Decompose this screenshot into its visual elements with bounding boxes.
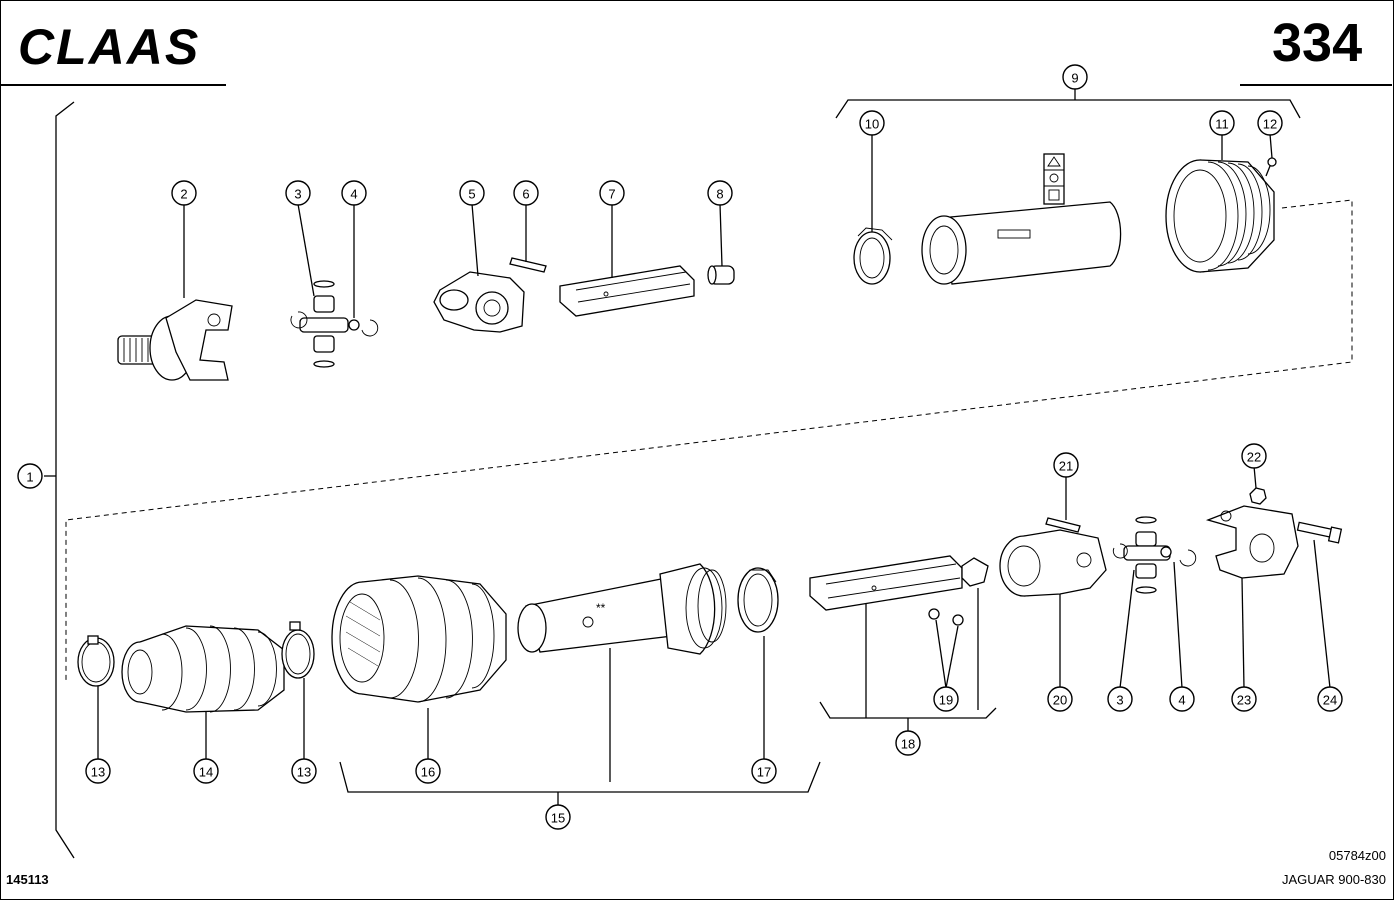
callout-8: 8 <box>707 180 733 206</box>
svg-text:16: 16 <box>421 765 435 780</box>
callout-6: 6 <box>513 180 539 206</box>
part-16-protection-cone <box>331 575 507 703</box>
svg-text:14: 14 <box>199 765 213 780</box>
callout-12: 12 <box>1257 110 1283 136</box>
svg-text:6: 6 <box>522 187 529 202</box>
svg-text:7: 7 <box>608 187 615 202</box>
svg-text:9: 9 <box>1071 71 1078 86</box>
part-17-bearing-ring <box>737 567 779 633</box>
guard-tube-lower: ** <box>517 563 727 655</box>
svg-text:8: 8 <box>716 187 723 202</box>
svg-text:4: 4 <box>1178 693 1185 708</box>
svg-text:3: 3 <box>294 187 301 202</box>
part-3-cross-upper <box>290 280 360 368</box>
svg-text:13: 13 <box>297 765 311 780</box>
svg-text:15: 15 <box>551 811 565 826</box>
svg-text:17: 17 <box>757 765 771 780</box>
callout-9: 9 <box>1062 64 1088 90</box>
part-24-clamp-bolt <box>1296 521 1343 544</box>
callout-14: 14 <box>193 758 219 784</box>
callout-13-right: 13 <box>291 758 317 784</box>
diagram-code: 05784z00 <box>1328 848 1386 863</box>
callout-5: 5 <box>459 180 485 206</box>
part-4-circlip-lower <box>1179 549 1197 567</box>
part-3-cross-lower <box>1112 516 1172 594</box>
part-12-screw <box>1265 157 1277 177</box>
part-18-inner-profile-tube <box>809 555 963 611</box>
svg-text:11: 11 <box>1215 117 1229 132</box>
callout-4: 4 <box>341 180 367 206</box>
svg-text:2: 2 <box>180 187 187 202</box>
guard-tube-upper <box>921 201 1122 285</box>
callout-16: 16 <box>415 758 441 784</box>
group-bracket-9 <box>835 99 1301 119</box>
svg-text:5: 5 <box>468 187 475 202</box>
assembly-dashed-outline <box>65 199 1353 682</box>
part-10-bearing-ring <box>853 227 893 285</box>
group-bracket-18 <box>819 701 997 719</box>
part-2-yoke-shaft <box>117 299 233 381</box>
callout-10: 10 <box>859 110 885 136</box>
part-21-pin <box>1045 517 1081 533</box>
callout-15: 15 <box>545 804 571 830</box>
callout-13-left: 13 <box>85 758 111 784</box>
part-7-profile-tube <box>559 265 695 317</box>
leader-lines <box>97 133 1331 782</box>
callout-19: 19 <box>933 686 959 712</box>
part-18-sliding-piece <box>961 557 989 587</box>
header-rule-left <box>0 84 226 86</box>
callout-24: 24 <box>1317 686 1343 712</box>
catalog-number: 145113 <box>6 872 49 887</box>
svg-text:12: 12 <box>1263 117 1277 132</box>
callout-23: 23 <box>1231 686 1257 712</box>
part-6-pin <box>509 257 547 273</box>
part-13-hose-clamp-right <box>281 621 315 679</box>
header-rule-right <box>1240 84 1392 86</box>
svg-text:19: 19 <box>939 693 953 708</box>
part-23-clamp-yoke <box>1205 505 1299 579</box>
page-number: 334 <box>1272 13 1363 73</box>
part-20-sliding-yoke <box>999 529 1107 597</box>
part-19-grease-nipples <box>928 608 964 626</box>
part-11-protection-cone <box>1165 159 1275 273</box>
part-8-plug <box>707 265 735 285</box>
part-4-circlip-upper <box>361 319 379 337</box>
warning-labels <box>1043 153 1065 205</box>
tube-marking: ** <box>596 601 606 615</box>
callout-17: 17 <box>751 758 777 784</box>
brand-wordmark: CLAAS <box>18 20 200 70</box>
part-14-bellows <box>121 625 285 713</box>
svg-text:20: 20 <box>1053 693 1067 708</box>
callout-3-lower: 3 <box>1107 686 1133 712</box>
callout-7: 7 <box>599 180 625 206</box>
group-bracket-15 <box>339 761 821 793</box>
part-13-hose-clamp-left <box>77 635 115 687</box>
svg-text:22: 22 <box>1247 450 1261 465</box>
svg-text:13: 13 <box>91 765 105 780</box>
part-22-nut <box>1249 487 1267 505</box>
svg-text:24: 24 <box>1323 693 1337 708</box>
callout-3: 3 <box>285 180 311 206</box>
callout-11: 11 <box>1209 110 1235 136</box>
callout-20: 20 <box>1047 686 1073 712</box>
callout-2: 2 <box>171 180 197 206</box>
assembly-bracket-1 <box>55 101 75 859</box>
machine-model: JAGUAR 900-830 <box>1281 872 1386 887</box>
svg-text:10: 10 <box>865 117 879 132</box>
callout-1: 1 <box>17 463 43 489</box>
callout-22: 22 <box>1241 443 1267 469</box>
part-5-sliding-yoke <box>433 271 525 333</box>
callout-18: 18 <box>895 730 921 756</box>
svg-text:1: 1 <box>26 470 33 485</box>
svg-text:18: 18 <box>901 737 915 752</box>
svg-text:4: 4 <box>350 187 357 202</box>
svg-text:21: 21 <box>1059 459 1073 474</box>
svg-text:23: 23 <box>1237 693 1251 708</box>
callout-4-lower: 4 <box>1169 686 1195 712</box>
callout-21: 21 <box>1053 452 1079 478</box>
claas-logo: CLAAS <box>18 20 200 70</box>
svg-text:3: 3 <box>1116 693 1123 708</box>
